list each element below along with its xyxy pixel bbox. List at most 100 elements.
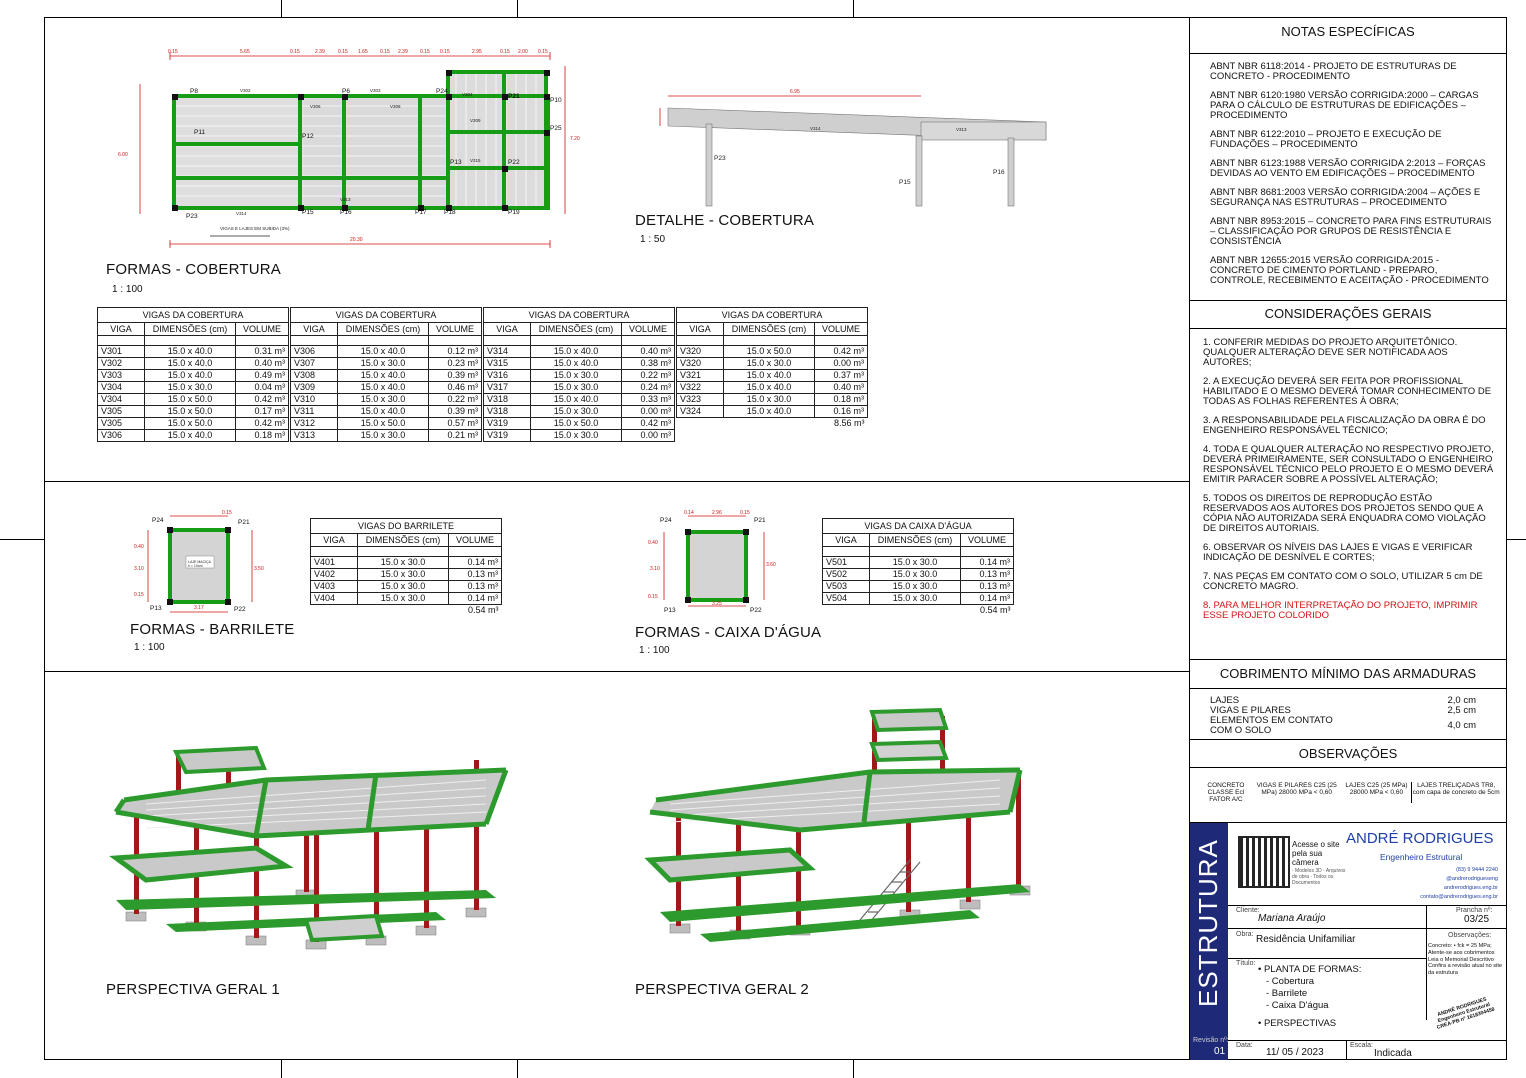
- cell-volume: 0.17 m³: [235, 405, 289, 418]
- svg-text:0.15: 0.15: [500, 49, 510, 55]
- qr-code-icon[interactable]: [1238, 836, 1290, 888]
- cell-viga: V318: [483, 405, 531, 418]
- cell-dimensoes: 15.0 x 30.0: [144, 381, 236, 394]
- spacer-cell: [530, 335, 622, 346]
- tick: [517, 1060, 518, 1078]
- table-caption: VIGAS DA COBERTURA: [97, 307, 289, 323]
- barrilete-plan-title: FORMAS - BARRILETE: [130, 621, 295, 638]
- cell-volume: 0.40 m³: [621, 345, 675, 358]
- cell-volume: 0.04 m³: [235, 381, 289, 394]
- escala-label: Escala:: [1350, 1042, 1373, 1049]
- tb-divider: [1228, 1040, 1507, 1041]
- svg-text:V315: V315: [470, 158, 481, 163]
- obs-col: LAJES TRELIÇADAS TR8, com capa de concre…: [1411, 782, 1500, 803]
- tb-divider: [1426, 905, 1427, 928]
- svg-text:P17: P17: [415, 209, 427, 216]
- cell-volume: 0.14 m³: [960, 556, 1014, 569]
- cell-dimensoes: 15.0 x 30.0: [530, 369, 622, 382]
- cell-volume: 0.57 m³: [428, 417, 482, 430]
- svg-text:P22: P22: [508, 159, 520, 166]
- contact-phone[interactable]: (83) 9 9444 2240: [1456, 867, 1498, 873]
- cell-viga: V503: [822, 580, 870, 593]
- obs-col: LAJES C25 (25 MPa) 28000 MPa < 0,60: [1345, 782, 1408, 796]
- obs-col: CONCRETO CLASSE Ecl FATOR A/C: [1207, 782, 1245, 803]
- svg-text:5.65: 5.65: [240, 49, 250, 55]
- cell-viga: V307: [290, 357, 338, 370]
- panel-divider: [1189, 688, 1507, 689]
- column-header: VIGA: [676, 322, 724, 336]
- cob-label: ELEMENTOS EM CONTATO COM O SOLO: [1210, 715, 1333, 736]
- column-header: VOLUME: [621, 322, 675, 336]
- cell-dimensoes: 15.0 x 50.0: [530, 417, 622, 430]
- cell-volume: 0.23 m³: [428, 357, 482, 370]
- tick: [281, 1060, 282, 1078]
- cell-volume: 0.00 m³: [621, 405, 675, 418]
- spacer-cell: [621, 335, 675, 346]
- cell-volume: 0.31 m³: [235, 345, 289, 358]
- svg-text:P13: P13: [664, 607, 676, 614]
- cell-viga: V404: [310, 592, 358, 605]
- cob-label: VIGAS E PILARES: [1210, 705, 1291, 716]
- svg-text:P6: P6: [342, 88, 350, 95]
- cell-dimensoes: 15.0 x 50.0: [144, 405, 236, 418]
- detail-cobertura-title: DETALHE - COBERTURA: [635, 212, 815, 229]
- section-divider: [44, 481, 1190, 482]
- cell-volume: 0.13 m³: [960, 580, 1014, 593]
- cell-viga: V403: [310, 580, 358, 593]
- cell-viga: V301: [97, 345, 145, 358]
- cell-volume: 0.42 m³: [814, 345, 868, 358]
- cell-viga: V306: [97, 429, 145, 442]
- cell-volume: 0.16 m³: [814, 405, 868, 418]
- titleblock-vertical-text: ESTRUTURA: [1193, 839, 1223, 1007]
- svg-text:2.39: 2.39: [315, 49, 325, 55]
- cell-viga: V311: [290, 405, 338, 418]
- svg-text:P12: P12: [302, 133, 314, 140]
- column-header: VOLUME: [428, 322, 482, 336]
- svg-text:6.95: 6.95: [790, 89, 800, 95]
- cell-dimensoes: 15.0 x 30.0: [337, 393, 429, 406]
- barrilete-plan-scale: 1 : 100: [134, 642, 165, 653]
- column-header: DIMENSÕES (cm): [144, 322, 236, 336]
- cell-dimensoes: 15.0 x 30.0: [357, 580, 449, 593]
- titleblock-vertical-band: [1190, 823, 1228, 1060]
- contact-instagram[interactable]: @andrerodrigueseng: [1446, 876, 1498, 882]
- svg-text:P21: P21: [754, 517, 766, 524]
- contact-website[interactable]: andrerodrigues.eng.br: [1443, 885, 1498, 891]
- tick: [1507, 539, 1526, 540]
- side-panel-frame: [1189, 17, 1507, 1060]
- cell-dimensoes: 15.0 x 40.0: [530, 345, 622, 358]
- svg-text:P10: P10: [550, 97, 562, 104]
- svg-text:2.96: 2.96: [712, 510, 722, 516]
- cell-viga: V314: [483, 345, 531, 358]
- svg-text:3.17: 3.17: [194, 605, 204, 611]
- tick: [281, 0, 282, 17]
- nota-item: ABNT NBR 8681:2003 VERSÃO CORRIGIDA:2004…: [1210, 187, 1481, 208]
- cell-viga: V501: [822, 556, 870, 569]
- contact-email[interactable]: contato@andrerodrigues.eng.br: [1420, 894, 1498, 900]
- svg-text:0.15: 0.15: [648, 594, 658, 600]
- svg-text:P24: P24: [152, 517, 164, 524]
- data-value: 11/ 05 / 2023: [1266, 1047, 1324, 1058]
- panel-divider: [1189, 53, 1507, 54]
- tb-divider: [1346, 1040, 1347, 1060]
- cell-dimensoes: 15.0 x 30.0: [357, 556, 449, 569]
- svg-text:3.10: 3.10: [650, 566, 660, 572]
- svg-text:V308: V308: [390, 104, 401, 109]
- observacoes-title: OBSERVAÇÕES: [1298, 746, 1398, 761]
- obs-col: VIGAS E PILARES C25 (25 MPa) 28000 MPa <…: [1256, 782, 1337, 796]
- cell-viga: V310: [290, 393, 338, 406]
